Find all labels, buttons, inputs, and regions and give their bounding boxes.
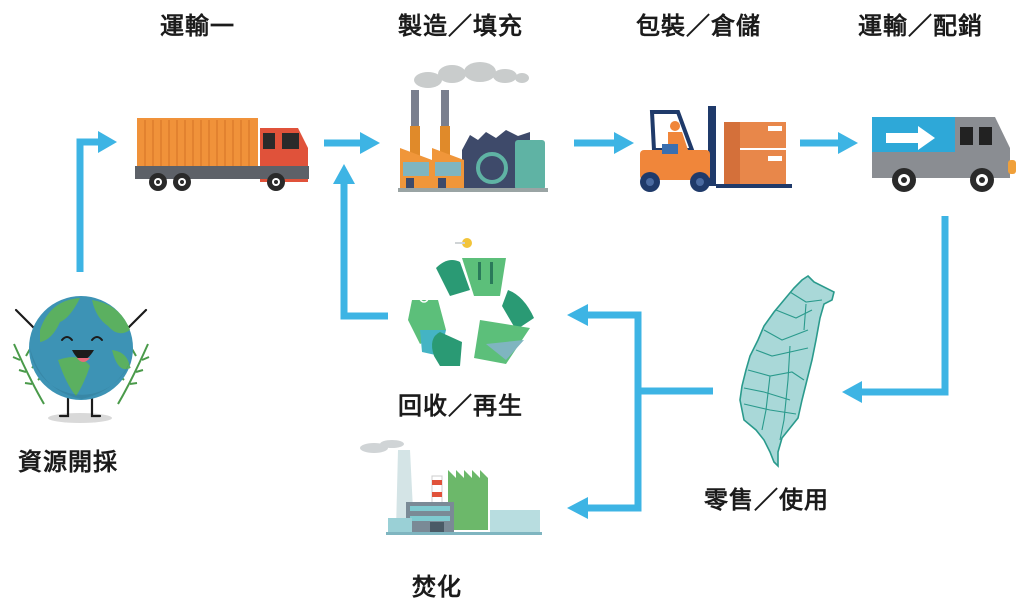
arrowhead-icon bbox=[333, 164, 355, 184]
stage-label-retail: 零售／使用 bbox=[704, 486, 829, 514]
arrowhead-icon bbox=[360, 132, 380, 154]
arrowhead-icon bbox=[614, 132, 634, 154]
arrow-recycling-to-manufacturing bbox=[340, 182, 388, 320]
stage-label-extraction: 資源開採 bbox=[18, 448, 118, 476]
stage-label-manufacturing: 製造／填充 bbox=[398, 12, 523, 40]
arrowhead-icon bbox=[98, 131, 117, 153]
forklift-icon bbox=[640, 106, 792, 192]
earth-icon bbox=[12, 296, 150, 423]
incinerator-icon bbox=[360, 440, 542, 535]
truck-icon bbox=[135, 118, 309, 191]
stage-label-distribution: 運輸／配銷 bbox=[858, 12, 983, 40]
arrowhead-icon bbox=[567, 304, 588, 326]
arrowhead-icon bbox=[842, 381, 862, 403]
delivery-van-icon bbox=[872, 117, 1016, 192]
stage-label-packaging: 包裝／倉儲 bbox=[636, 12, 761, 40]
factory-icon bbox=[398, 62, 548, 192]
arrow-distribution-to-retail bbox=[860, 216, 949, 396]
arrowheads bbox=[98, 131, 862, 519]
stage-label-incineration: 焚化 bbox=[412, 573, 462, 601]
stage-label-transport1: 運輸一 bbox=[160, 12, 235, 40]
arrowhead-icon bbox=[838, 132, 858, 154]
arrow-retail-to-recycling bbox=[588, 311, 713, 395]
arrowhead-icon bbox=[567, 497, 588, 519]
recycle-icon bbox=[408, 238, 534, 366]
taiwan-map-icon bbox=[739, 274, 835, 468]
arrows bbox=[76, 138, 949, 512]
stage-label-recycling: 回收／再生 bbox=[398, 392, 523, 420]
arrow-retail-to-incineration bbox=[588, 391, 642, 512]
arrow-extraction-to-transport bbox=[76, 138, 100, 272]
